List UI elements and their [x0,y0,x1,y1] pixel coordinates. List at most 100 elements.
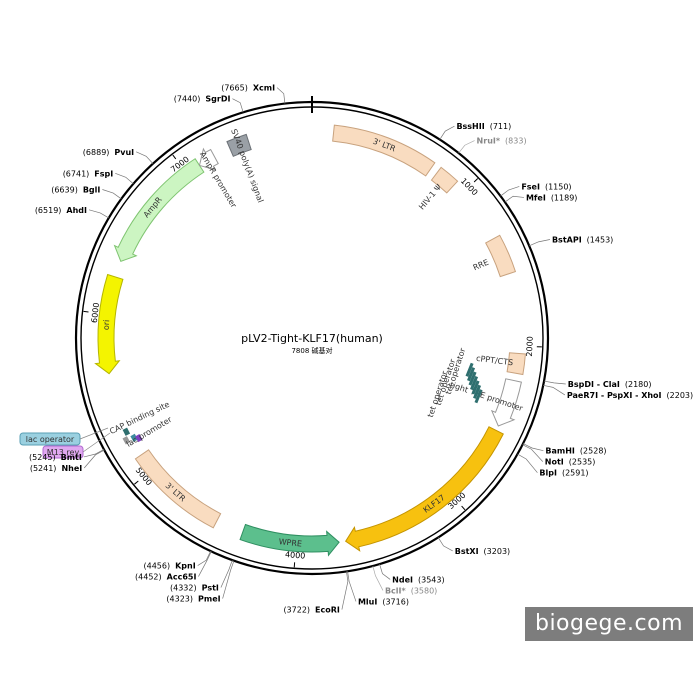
site-nrui: NruI*(833) [458,137,527,154]
site-position: (6741) [63,169,90,178]
site-leader [276,87,286,104]
site-position: (7665) [221,84,248,93]
feature-tre [490,378,522,427]
feature-rre [485,234,517,278]
site-bsshii: BssHII (711) [439,122,512,140]
site-name: BspDI - ClaI [568,380,620,389]
site-position: (1150) [545,182,572,191]
site-bspdi: BspDI - ClaI (2180) [543,380,652,389]
site-leader [232,98,244,113]
site-blpi: BlpI(2591) [517,453,589,478]
site-leader [220,560,233,588]
feature-hiv [430,166,459,194]
site-position: (7440) [174,95,201,104]
site-name: MfeI [526,193,546,202]
site-fspi: FspI (6741) [63,169,134,185]
tet-operator-box [465,362,474,377]
site-position: (4452) [135,573,162,582]
site-psti: PstI(4332) [170,560,233,593]
site-leader [439,125,455,140]
callout-m13-rev: M13 rev [42,432,111,459]
site-position: (711) [490,122,512,131]
site-leader [437,537,453,552]
site-position: (3203) [484,547,511,556]
site-leader [379,564,391,580]
tick-mark [172,154,177,160]
site-name: BclI* [385,586,407,595]
site-name: Acc65I [167,573,197,582]
tick-label: 4000 [285,550,306,561]
feature-label-rre: RRE [472,258,490,273]
site-name: KpnI [175,562,196,571]
site-position: (5245) [29,453,56,462]
site-position: (5241) [30,464,57,473]
site-kpni: KpnI (4456) [143,550,211,571]
site-leader [197,550,211,566]
site-sgrdi: SgrDI (7440) [174,95,244,113]
site-position: (2528) [580,447,607,456]
site-position: (6889) [83,148,110,157]
feature-sv40 [226,133,252,157]
site-leader [88,209,109,219]
site-leader [543,385,566,396]
feature-klf17 [344,426,504,552]
site-position: (3722) [283,606,310,615]
small-feature-cap [122,427,131,436]
site-ahdi: AhdI(6519) [35,206,109,219]
map-center: pLV2-Tight-KLF17(human) 7808 碱基对 [241,332,383,355]
site-bcli: BclI* (3580) [372,565,438,595]
feature-ori [94,273,124,375]
site-name: NheI [61,464,82,473]
site-name: AhdI [66,206,87,215]
cap-binding-label: CAP binding site [108,400,171,436]
site-position: (6639) [51,186,78,195]
feature-ltr3a [332,124,436,177]
tet-operator-box [474,389,483,404]
watermark-logo: biogege.com [525,607,693,641]
site-leader [517,453,538,473]
feature-amprp [198,147,219,171]
site-name: MluI [358,597,377,606]
site-leader [222,560,235,599]
small-feature-m13 [135,433,143,443]
tet-operator-box [468,371,477,386]
restriction-sites: XcmI(7665)SgrDI (7440) PvuI(6889) FspI (6741… [29,84,693,615]
site-leader [136,151,154,164]
site-name: BamHI [545,447,575,456]
site-acc65i: Acc65I (4452) [135,551,212,582]
site-name: BlpI [539,469,557,478]
site-position: (1453) [587,236,614,245]
site-name: NotI [545,458,564,467]
site-leader [102,189,122,200]
feature-cppt [506,352,526,376]
site-mfei: MfeI(1189) [504,193,577,203]
site-leader [115,172,134,185]
site-bstapi: BstAPI(1453) [529,236,614,247]
site-bstxi: BstXI(3203) [437,537,511,556]
site-name: FseI [521,182,540,191]
site-leader [458,140,475,154]
site-bgli: BglI(6639) [51,186,122,200]
site-pvui: PvuI(6889) [83,148,154,164]
site-position: (2535) [569,458,596,467]
tet-operator-box [471,380,480,395]
tet-operator-box [467,367,476,382]
site-position: (4332) [170,584,197,593]
site-position: (3580) [411,586,438,595]
site-position: (4456) [143,562,170,571]
plasmid-name: pLV2-Tight-KLF17(human) [241,332,383,345]
site-fsei: FseI (1150) [500,182,572,197]
site-leader [504,195,525,203]
site-nhei: NheI (5241) [30,449,105,473]
tick-mark [83,310,89,313]
site-position: (2180) [625,380,652,389]
site-position: (3543) [418,575,445,584]
backbone-ring [74,96,550,576]
site-name: BssHII [456,122,484,131]
feature-label-ori: ori [102,319,112,330]
small-feature-lacop [130,433,138,442]
site-name: SgrDI [205,95,230,104]
site-leader [522,443,544,452]
site-xcmi: XcmI(7665) [221,84,286,104]
site-name: FspI [94,169,113,178]
